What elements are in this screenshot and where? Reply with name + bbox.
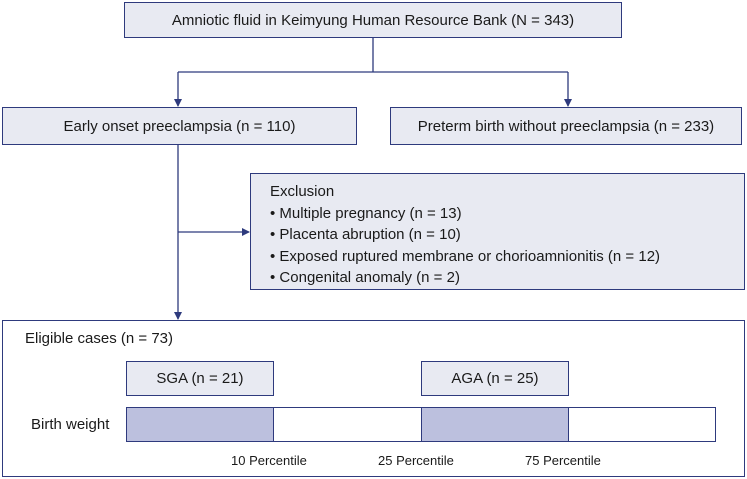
exclusion-item: • Placenta abruption (n = 10) xyxy=(270,226,461,243)
tick-10-percentile: 10 Percentile xyxy=(231,453,307,468)
exclusion-item: • Multiple pregnancy (n = 13) xyxy=(270,204,462,222)
early-onset-box: Early onset preeclampsia (n = 110) xyxy=(2,107,357,145)
tick-25-percentile: 25 Percentile xyxy=(378,453,454,468)
aga-box: AGA (n = 25) xyxy=(421,361,569,396)
exclusion-item: • Congenital anomaly (n = 2) xyxy=(270,269,460,286)
early-onset-label: Early onset preeclampsia (n = 110) xyxy=(63,117,296,135)
exclusion-item: • Exposed ruptured membrane or chorioamn… xyxy=(270,247,661,265)
birth-weight-bar xyxy=(126,407,716,442)
aga-label: AGA (n = 25) xyxy=(451,370,539,387)
sga-label: SGA (n = 21) xyxy=(156,370,244,387)
source-box: Amniotic fluid in Keimyung Human Resourc… xyxy=(124,2,622,38)
sga-box: SGA (n = 21) xyxy=(126,361,274,396)
preterm-label: Preterm birth without preeclampsia (n = … xyxy=(417,117,715,135)
eligible-box xyxy=(2,320,745,477)
aga-segment xyxy=(421,408,569,441)
source-label: Amniotic fluid in Keimyung Human Resourc… xyxy=(171,11,575,29)
preterm-box: Preterm birth without preeclampsia (n = … xyxy=(390,107,742,145)
eligible-title: Eligible cases (n = 73) xyxy=(25,330,173,347)
exclusion-box: Exclusion • Multiple pregnancy (n = 13) … xyxy=(250,173,745,290)
sga-segment xyxy=(127,408,274,441)
birth-weight-label: Birth weight xyxy=(31,416,110,433)
exclusion-title: Exclusion xyxy=(270,183,335,200)
tick-75-percentile: 75 Percentile xyxy=(525,453,601,468)
